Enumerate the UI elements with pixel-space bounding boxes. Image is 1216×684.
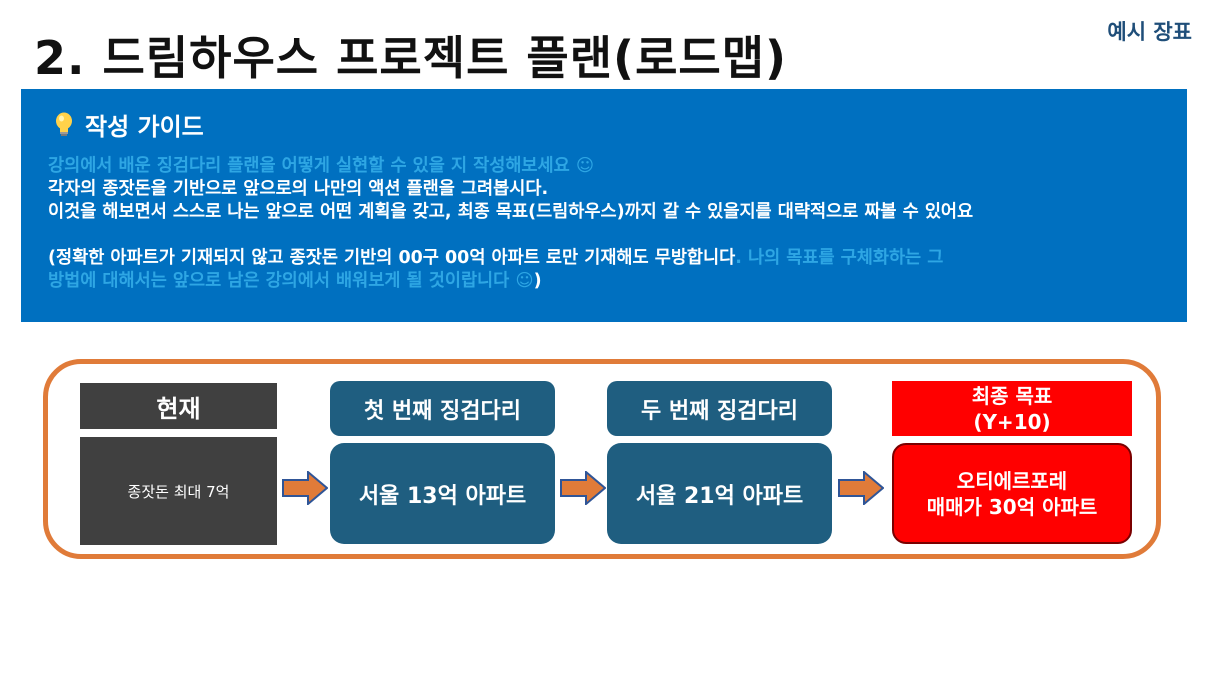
goal-header-line: 최종 목표 (971, 383, 1053, 408)
step1-header: 첫 번째 징검다리 (330, 381, 555, 436)
guide-body: 강의에서 배운 징검다리 플랜을 어떻게 실현할 수 있을 지 작성해보세요 ☺… (48, 155, 973, 293)
goal-body-line: 오티에르포레 (956, 468, 1068, 493)
guide-line: 강의에서 배운 징검다리 플랜을 어떻게 실현할 수 있을 지 작성해보세요 ☺ (48, 156, 595, 176)
lightbulb-icon (53, 112, 75, 138)
step1-body: 서울 13억 아파트 (330, 443, 555, 544)
guide-blank-line (48, 224, 973, 247)
guide-line-part: ) (533, 271, 542, 291)
arrow-right-icon (560, 471, 606, 505)
step2-body: 서울 21억 아파트 (607, 443, 832, 544)
current-header: 현재 (80, 383, 277, 429)
guide-line: 이것을 해보면서 스스로 나는 앞으로 어떤 계획을 갖고, 최종 목표(드림하… (48, 202, 974, 222)
goal-header-line: (Y+10) (973, 409, 1051, 434)
guide-line-part: . 나의 목표를 구체화하는 그 (735, 248, 944, 268)
writing-guide-panel: 작성 가이드 강의에서 배운 징검다리 플랜을 어떻게 실현할 수 있을 지 작… (21, 89, 1187, 322)
step2-header: 두 번째 징검다리 (607, 381, 832, 436)
guide-line: 방법에 대해서는 앞으로 남은 강의에서 배워보게 될 것이랍니다 ☺) (48, 270, 973, 293)
guide-heading: 작성 가이드 (53, 107, 204, 142)
page-title: 2. 드림하우스 프로젝트 플랜(로드맵) (34, 31, 788, 85)
goal-header: 최종 목표 (Y+10) (892, 381, 1132, 436)
current-body: 종잣돈 최대 7억 (80, 437, 277, 545)
guide-line: 각자의 종잣돈을 기반으로 앞으로의 나만의 액션 플랜을 그려봅시다. (48, 179, 549, 199)
guide-heading-text: 작성 가이드 (85, 113, 204, 141)
arrow-right-icon (838, 471, 884, 505)
guide-line-part: (정확한 아파트가 기재되지 않고 종잣돈 기반의 00구 00억 아파트 로만… (48, 248, 736, 268)
roadmap-frame (43, 359, 1161, 559)
guide-line: (정확한 아파트가 기재되지 않고 종잣돈 기반의 00구 00억 아파트 로만… (48, 247, 973, 270)
goal-body: 오티에르포레 매매가 30억 아파트 (892, 443, 1132, 544)
arrow-right-icon (282, 471, 328, 505)
goal-body-line: 매매가 30억 아파트 (926, 494, 1098, 519)
guide-line-part: 방법에 대해서는 앞으로 남은 강의에서 배워보게 될 것이랍니다 ☺ (48, 271, 534, 291)
example-slide-tag: 예시 장표 (1107, 20, 1192, 44)
